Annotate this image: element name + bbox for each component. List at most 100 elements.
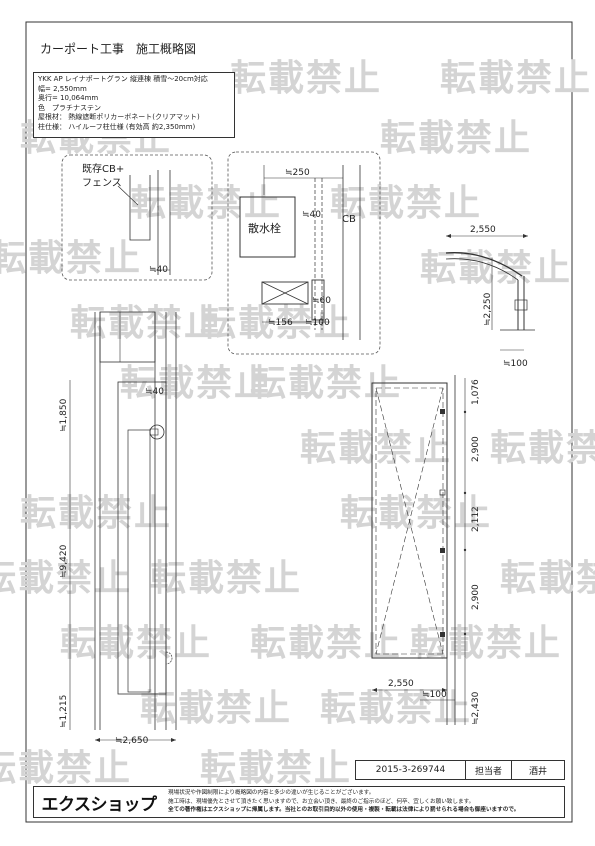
base-cross — [261, 281, 309, 305]
watermark: 転載禁止 — [0, 748, 132, 789]
dim-2900b: 2,900 — [471, 584, 481, 610]
watermark: 転載禁止 — [500, 558, 595, 599]
watermark: 転載禁止 — [0, 558, 132, 599]
side-elevation: 2,550 ≒2,250 ≒100 — [445, 225, 535, 369]
dim-40: ≒40 — [302, 210, 321, 220]
column-mark — [440, 632, 445, 637]
watermark: 転載禁止 — [490, 428, 595, 469]
dim-2112: 2,112 — [471, 506, 481, 532]
dim-1215: ≒1,215 — [59, 695, 69, 728]
plan-carport: 1,076 2,900 2,112 2,900 ≒2,430 2,550 ≒10… — [371, 375, 481, 725]
dim-tick — [463, 548, 467, 552]
detail-frame — [227, 151, 381, 355]
dim-100: ≒100 — [422, 690, 447, 700]
watermark: 転載禁止 — [200, 748, 352, 789]
dim-60: ≒60 — [312, 296, 331, 306]
sheet-border — [25, 21, 573, 823]
footer: エクスショップ 現場状況や作図制限により概略図の内容と多少の違いが生じることがご… — [33, 786, 565, 818]
dim-2430: ≒2,430 — [471, 691, 481, 725]
spec-box: YKK AP レイナポートグラン 縦連棟 積雪～20cm対応 幅= 2,550m… — [33, 72, 235, 138]
title-block: 2015-3-269744 担当者 酒井 — [355, 760, 565, 780]
watermark: 転載禁止 — [0, 238, 142, 279]
watermark: 転載禁止 — [410, 623, 562, 664]
roof-curve-inner — [445, 258, 519, 281]
watermark: 転載禁止 — [340, 493, 492, 534]
dim-2900a: 2,900 — [471, 436, 481, 462]
footer-note: 施工時は、現場優先とさせて頂きたく思いますので、お立会い頂き、最終のご指示のほど… — [168, 798, 475, 805]
side-offset: ≒100 — [503, 359, 528, 369]
drawing-number: 2015-3-269744 — [356, 761, 466, 779]
watermark: 転載禁止 — [230, 58, 382, 99]
spec-depth: 奥行= 10,064mm — [38, 94, 99, 102]
dim-1076: 1,076 — [471, 379, 481, 405]
watermark: 転載禁止 — [420, 248, 572, 289]
label-existing-cb: 既存CB+ — [82, 162, 124, 175]
leader-line — [117, 185, 139, 206]
dim-2650: ≒2,650 — [115, 736, 149, 746]
roof-inner — [375, 387, 444, 655]
fence-outline — [129, 175, 151, 241]
side-width: 2,550 — [470, 225, 496, 235]
column-mark — [440, 548, 445, 553]
watermark: 転載禁止 — [20, 493, 172, 534]
watermark: 転載禁止 — [300, 428, 452, 469]
hydrant-box — [239, 196, 296, 258]
watermark: 転載禁止 — [150, 558, 302, 599]
column-mark — [165, 651, 173, 665]
watermark: 転載禁止 — [330, 183, 482, 224]
spec-product: YKK AP レイナポートグラン 縦連棟 積雪～20cm対応 — [38, 75, 208, 83]
drawing-title: カーポート工事 施工概略図 — [40, 42, 197, 56]
column-mark — [440, 409, 445, 414]
arrow — [372, 688, 377, 692]
spec-width: 幅= 2,550mm — [38, 84, 87, 93]
arrow — [446, 234, 451, 238]
staff-name: 酒井 — [528, 766, 547, 777]
watermark: 転載禁止 — [250, 623, 402, 664]
detail-frame — [61, 154, 213, 281]
carport-footprint — [117, 381, 167, 695]
dim-156: ≒156 — [268, 318, 293, 328]
arrow — [523, 234, 528, 238]
dim-tick — [463, 491, 467, 495]
post-box — [311, 279, 325, 321]
footer-note: 全ての著作権はエクスショップに帰属します。当社とのお取引目的以外の使用・複製・転… — [168, 807, 520, 813]
arrow — [442, 688, 447, 692]
hydrant-mark — [149, 424, 165, 440]
roof-curve — [445, 252, 523, 277]
label-fence: フェンス — [82, 178, 122, 189]
column-base — [514, 299, 528, 311]
arrow — [171, 738, 176, 742]
arrow — [95, 738, 100, 742]
side-height: ≒2,250 — [483, 292, 493, 326]
dim-9420: ≒9,420 — [59, 544, 69, 578]
watermark: 転載禁止 — [380, 118, 532, 159]
watermark-layer: 転載禁止 転載禁止 転載禁止 転載禁止 転載禁止 転載禁止 転載禁止 転載禁止 … — [0, 58, 595, 789]
spec-column: 柱仕様： ハイルーフ柱仕様 (有効高 約2,350mm) — [38, 122, 196, 131]
dim-40: ≒40 — [149, 265, 168, 275]
car-outline — [127, 429, 151, 693]
footer-notes: 現場状況や作図制限により概略図の内容と多少の違いが生じることがございます。 施工… — [164, 787, 564, 817]
base-box — [261, 281, 309, 305]
detail-hydrant: ≒250 散水栓 ≒40 CB ≒60 ≒156 ≒100 — [227, 151, 381, 355]
staff-label: 担当者 — [466, 761, 512, 779]
column-mark — [439, 489, 446, 496]
watermark: 転載禁止 — [440, 58, 592, 99]
plan-width: 2,550 — [388, 679, 414, 689]
watermark: 転載禁止 — [120, 363, 272, 404]
spec-roof: 屋根材： 熱線遮断ポリカーボネート(クリアマット) — [38, 113, 200, 121]
dim-tick — [463, 410, 467, 414]
company-logo: エクスショップ — [41, 794, 158, 815]
label-cb: CB — [342, 214, 356, 225]
dim-1850: ≒1,850 — [59, 398, 69, 432]
dim-100: ≒100 — [305, 318, 330, 328]
roof-cross — [375, 387, 444, 655]
dim-40: ≒40 — [145, 387, 164, 397]
hydrant-mark-inner — [149, 428, 159, 436]
dim-tick — [463, 632, 467, 636]
label-hydrant: 散水栓 — [248, 221, 281, 235]
spec-color: 色 プラチナステン — [38, 103, 101, 112]
plan-lot: ≒40 ≒1,850 ≒9,420 ≒1,215 ≒2,650 — [59, 311, 177, 746]
watermark: 転載禁止 — [140, 688, 292, 729]
